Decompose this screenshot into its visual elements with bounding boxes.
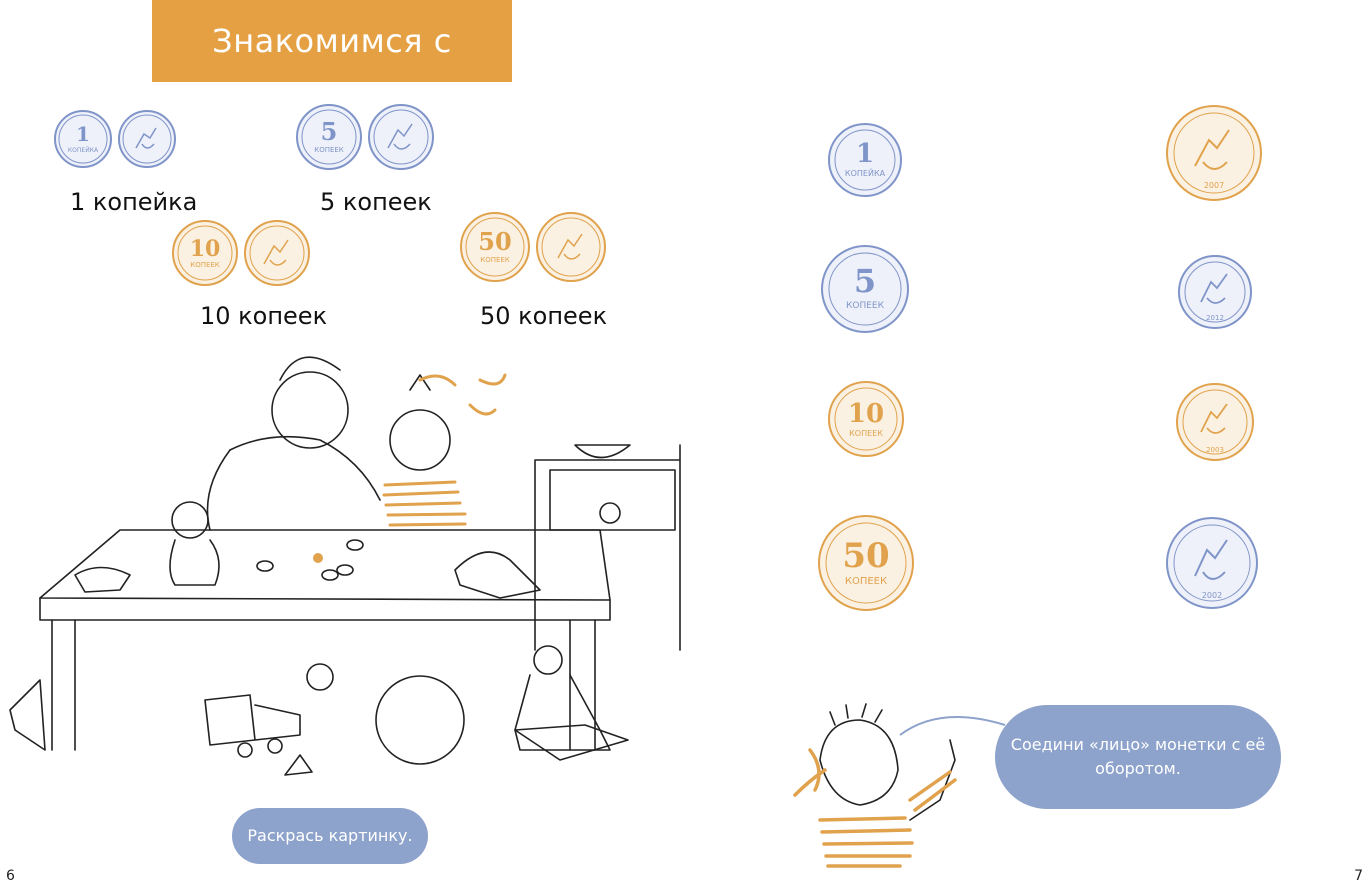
coin-pair-10: 10 КОПЕЕК [170,218,312,288]
svg-text:2003: 2003 [1206,446,1224,454]
right-page: 1 КОПЕЙКА 5 КОПЕЕК 10 КОПЕЕК 50 КОПЕЕК 2… [685,0,1371,888]
instruction-bubble-match: Соедини «лицо» монетки с её оборотом. [995,705,1281,809]
svg-text:2012: 2012 [1206,314,1224,322]
match-front-1-icon: 1 КОПЕЙКА [828,123,902,197]
coin-pair-50: 50 КОПЕЕК [458,210,608,284]
coin-1-back-icon [118,110,176,168]
coin-10-value: 10 [190,236,221,262]
coin-1-front-icon: 1 КОПЕЙКА [54,110,112,168]
match-front-50-icon: 50 КОПЕЕК [818,515,914,611]
svg-text:10: 10 [848,399,884,429]
svg-text:КОПЕЕК: КОПЕЕК [845,576,887,587]
coin-10-label: 10 копеек [200,302,328,330]
match-back-gold-2003-icon: 2003 [1176,383,1254,461]
match-front-10-icon: 10 КОПЕЕК [828,381,904,457]
coloring-illustration [9,356,681,776]
svg-text:КОПЕЙКА: КОПЕЙКА [68,147,99,154]
coin-5-value: 5 [321,117,338,146]
match-front-5-icon: 5 КОПЕЕК [821,245,909,333]
instruction-bubble-coloring: Раскрась картинку. [232,808,428,864]
svg-text:КОПЕЙКА: КОПЕЙКА [845,167,886,178]
page-number-right: 7 [1354,868,1363,884]
coin-1-label: 1 копейка [70,188,198,216]
match-back-gold-2007-icon: 2007 [1166,105,1262,201]
coin-50-label: 50 копеек [480,302,608,330]
page-number-left: 6 [6,868,15,884]
coin-50-front-icon: 50 КОПЕЕК [460,212,530,282]
svg-text:КОПЕЕК: КОПЕЕК [190,261,220,269]
coin-10-front-icon: 10 КОПЕЕК [172,220,238,286]
coin-50-back-icon [536,212,606,282]
coin-5-front-icon: 5 КОПЕЕК [296,104,362,170]
boy-illustration [793,703,1006,868]
coin-5-back-icon [368,104,434,170]
coin-1-value: 1 [76,122,90,146]
svg-text:КОПЕЕК: КОПЕЕК [480,256,510,264]
coin-pair-1: 1 КОПЕЙКА [52,108,178,170]
svg-text:2002: 2002 [1202,591,1222,600]
svg-text:5: 5 [854,262,876,300]
page-title: Знакомимся с копейками [152,0,512,142]
left-page: Знакомимся с копейками 1 КОПЕЙКА 1 копей… [0,0,685,888]
svg-text:2007: 2007 [1204,181,1224,190]
match-back-silver-2002-icon: 2002 [1166,517,1258,609]
coin-5-label: 5 копеек [320,188,432,216]
coin-pair-5: 5 КОПЕЕК [294,102,436,172]
svg-text:1: 1 [856,139,874,169]
svg-text:50: 50 [842,536,889,576]
coin-50-value: 50 [478,227,511,256]
match-back-silver-2012-icon: 2012 [1178,255,1252,329]
svg-text:КОПЕЕК: КОПЕЕК [314,146,344,154]
svg-text:КОПЕЕК: КОПЕЕК [846,301,885,311]
coin-10-back-icon [244,220,310,286]
svg-text:КОПЕЕК: КОПЕЕК [849,429,883,438]
